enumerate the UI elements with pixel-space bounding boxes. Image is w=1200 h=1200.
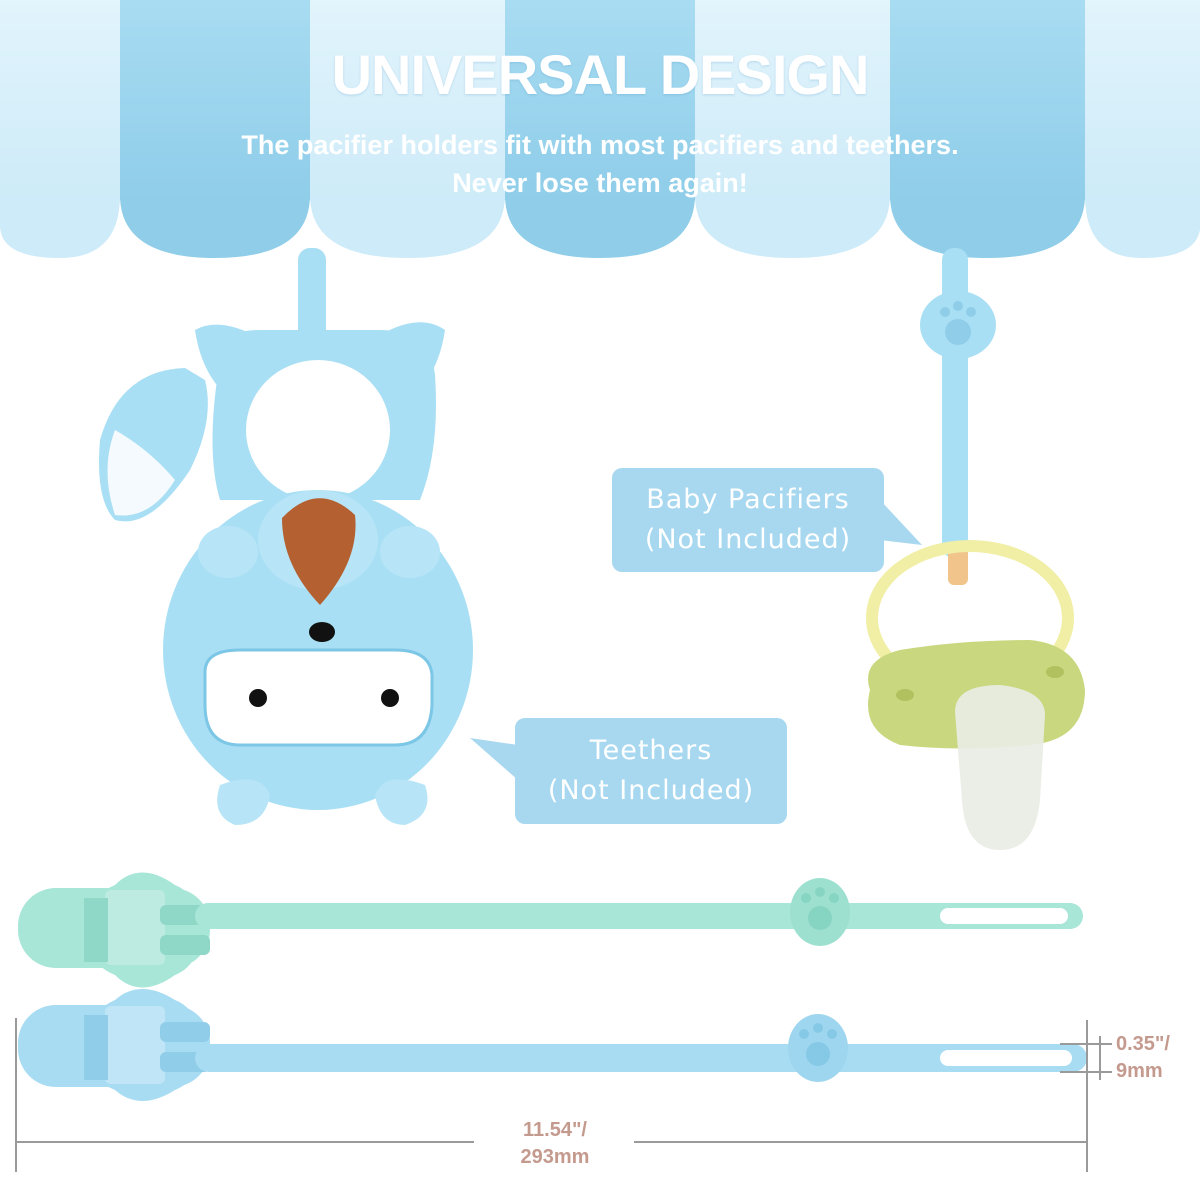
fox-teether-icon [99,322,473,825]
length-dimension-label: 11.54"/ 293mm [500,1117,610,1171]
width-dimension-inches: 0.35"/ [1116,1033,1170,1055]
banner-subtitle-line1: The pacifier holders fit with most pacif… [241,130,959,160]
blue-pacifier-clip-icon [18,989,1087,1101]
pacifier-callout: Baby Pacifiers (Not Included) [612,468,884,572]
pacifier-icon [866,540,1085,850]
length-dimension-mm: 293mm [520,1146,590,1168]
length-dimension-inches: 11.54"/ [523,1119,587,1141]
banner-subtitle: The pacifier holders fit with most pacif… [0,126,1200,202]
awning-banner [0,0,1200,258]
teether-callout-line1: Teethers [589,735,713,766]
mint-pacifier-clip-icon [18,872,1083,988]
banner-title: UNIVERSAL DESIGN [331,43,870,106]
teether-callout: Teethers (Not Included) [515,718,787,824]
banner-subtitle-line2: Never lose them again! [452,168,748,198]
teether-callout-line2: (Not Included) [547,775,755,806]
paw-icon [940,301,976,345]
pacifier-callout-line2: (Not Included) [644,524,852,555]
dimension-lines [15,1018,1112,1172]
width-dimension-mm: 9mm [1116,1060,1163,1082]
pacifier-strap-icon [920,248,996,585]
width-dimension-label: 0.35"/ 9mm [1116,1031,1196,1085]
pacifier-callout-line1: Baby Pacifiers [646,484,850,515]
